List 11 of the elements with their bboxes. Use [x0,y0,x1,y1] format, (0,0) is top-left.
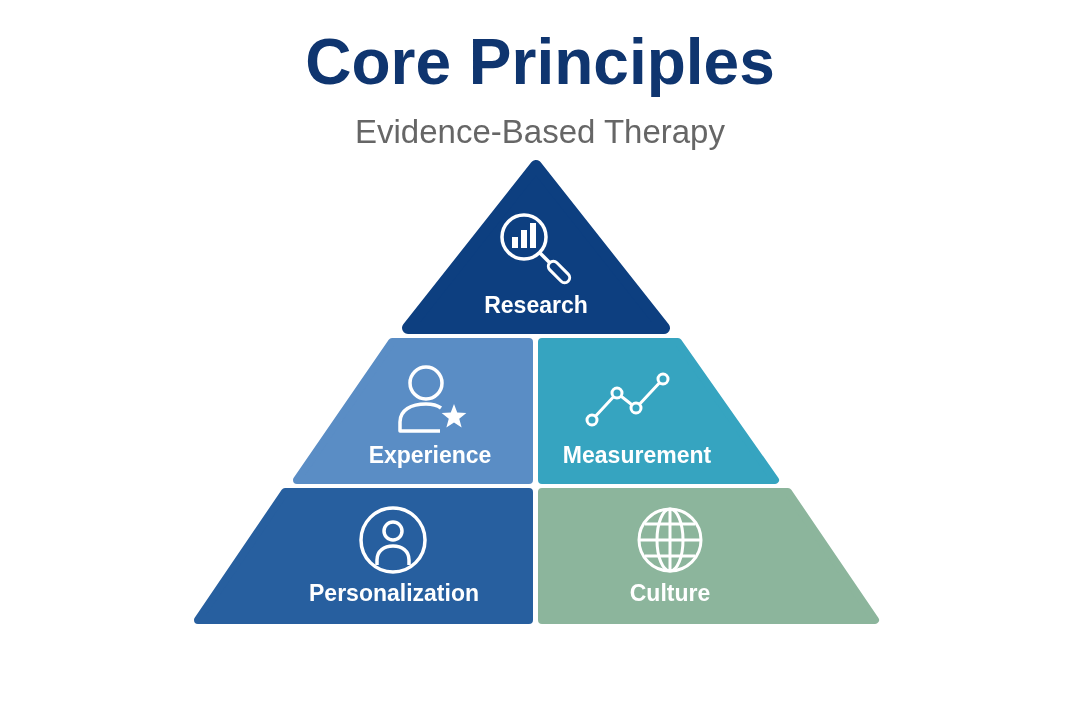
pyramid-segment [292,337,534,485]
segment-label: Experience [368,443,492,467]
segment-label: Personalization [309,581,479,605]
pyramid-segment [193,487,534,625]
pyramid-segment [537,487,880,625]
segment-label: Measurement [562,443,712,467]
segment-label: Culture [629,581,711,605]
pyramid-segment [401,159,671,335]
pyramid-segment [537,337,780,485]
subtitle: Evidence-Based Therapy [355,115,725,148]
segment-label: Research [484,293,588,317]
